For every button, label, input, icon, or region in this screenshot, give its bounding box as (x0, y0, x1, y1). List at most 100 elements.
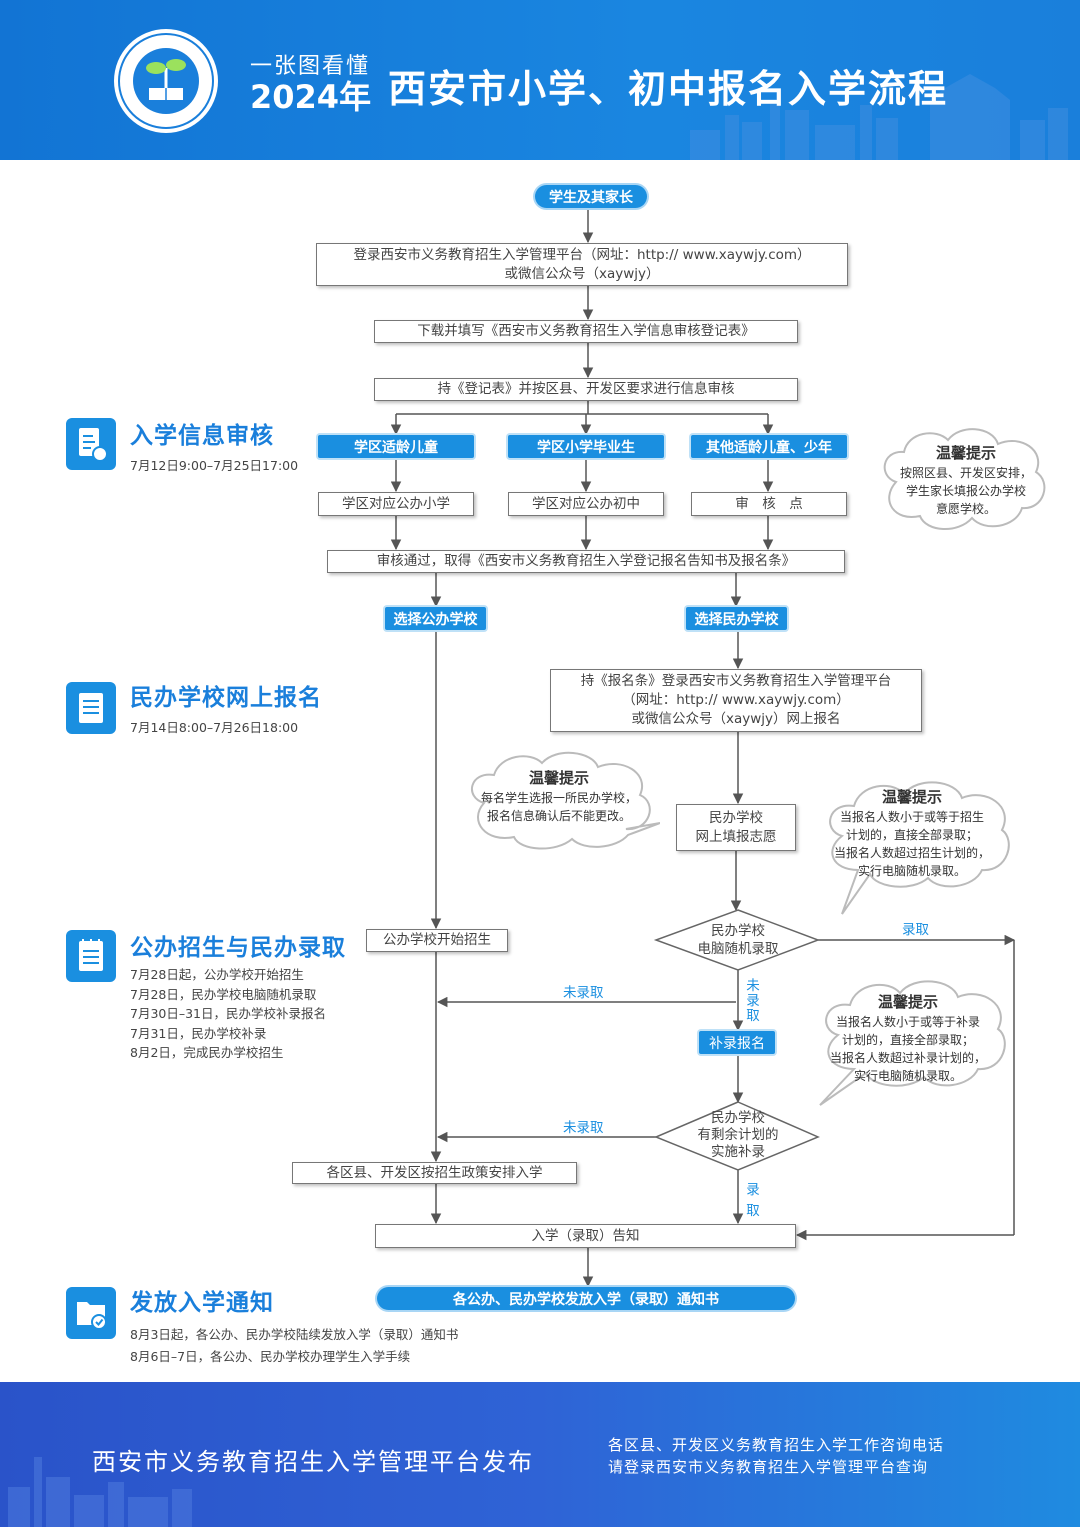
header-banner: 一张图看懂 2024年 西安市小学、初中报名入学流程 (0, 0, 1080, 160)
section-dates-private-signup: 7月14日8:00–7月26日18:00 (130, 718, 298, 738)
verify-info-box: 持《登记表》并按区县、开发区要求进行信息审核 (374, 378, 798, 401)
tip-line: 学生家长填报公办学校 (905, 484, 1026, 498)
login-platform-box: 登录西安市义务教育招生入学管理平台（网址：http:// www.xaywjy.… (316, 243, 848, 286)
tip-line: 当报名人数超过招生计划的， (833, 846, 990, 860)
date-line: 7月31日，民办学校补录 (130, 1025, 267, 1041)
header-year: 2024年 (250, 78, 372, 116)
section-title-private-signup: 民办学校网上报名 (130, 685, 322, 711)
tip-line: 报名信息确认后不能更改。 (486, 809, 631, 823)
private-online-line3: 或微信公众号（xaywjy）网上报名 (631, 711, 841, 727)
admission-notice-box: 入学（录取）告知 (375, 1224, 796, 1248)
date-line: 7月28日起，公办学校开始招生 (130, 967, 304, 982)
category-primary-graduates: 学区小学毕业生 (508, 435, 664, 458)
date-line: 7月30日–31日，民办学校补录报名 (130, 1006, 327, 1021)
not-admitted-label-lottery: 未录取 (563, 985, 604, 1001)
form-icon (66, 682, 116, 734)
section-dates-info-review: 7月12日9:00–7月25日17:00 (130, 456, 298, 476)
tip-line: 当报名人数超过补录计划的， (829, 1051, 986, 1065)
document-check-icon (66, 418, 116, 470)
dest-public-middle: 学区对应公办初中 (508, 492, 664, 516)
dest-public-primary: 学区对应公办小学 (318, 492, 474, 516)
private-online-signup-box: 持《报名条》登录西安市义务教育招生入学管理平台 （网址：http:// www.… (550, 669, 922, 732)
section-title-enrollment: 公办招生与民办录取 (130, 935, 346, 961)
tip-line: 计划的，直接全部录取； (841, 1033, 974, 1047)
choose-public-school: 选择公办学校 (385, 607, 486, 630)
footer-consult-line2: 请登录西安市义务教育招生入学管理平台查询 (608, 1458, 929, 1476)
private-online-line1: 持《报名条》登录西安市义务教育招生入学管理平台 (580, 673, 892, 689)
tip-line: 每名学生选报一所民办学校， (480, 791, 637, 805)
tip-title: 温馨提示 (881, 788, 942, 806)
tip-line: 当报名人数小于或等于招生 (839, 810, 984, 824)
lottery-diamond-text: 民办学校 电脑随机录取 (666, 922, 810, 958)
tip-line: 当报名人数小于或等于补录 (835, 1015, 980, 1029)
tip-cloud-2: 温馨提示 每名学生选报一所民办学校， 报名信息确认后不能更改。 (466, 769, 652, 825)
admitted-label-lottery: 录取 (902, 922, 929, 938)
footer-consult-line1: 各区县、开发区义务教育招生入学工作咨询电话 (608, 1436, 945, 1454)
tip-cloud-4-shape (819, 980, 1006, 1106)
remaining-line2: 有剩余计划的 (697, 1127, 779, 1143)
lottery-line2: 电脑随机录取 (697, 941, 779, 957)
login-platform-line2: 或微信公众号（xaywjy） (504, 265, 660, 282)
tip-title: 温馨提示 (528, 769, 589, 787)
review-passed-box: 审核通过，取得《西安市义务教育招生入学登记报名告知书及报名条》 (327, 550, 845, 573)
date-line: 8月3日起，各公办、民办学校陆续发放入学（录取）通知书 (130, 1327, 459, 1342)
date-line: 8月6日–7日，各公办、民办学校办理学生入学手续 (130, 1349, 411, 1364)
footer-consult: 各区县、开发区义务教育招生入学工作咨询电话 请登录西安市义务教育招生入学管理平台… (608, 1434, 944, 1478)
lottery-diamond (653, 909, 821, 971)
section-title-issue-notice: 发放入学通知 (130, 1290, 274, 1316)
tip-line: 实行电脑随机录取。 (857, 864, 966, 878)
fill-choice-line2: 网上填报志愿 (695, 828, 777, 845)
issue-notice-pill: 各公办、民办学校发放入学（录取）通知书 (377, 1287, 795, 1310)
tip-title: 温馨提示 (935, 444, 996, 462)
tip-line: 意愿学校。 (935, 502, 996, 516)
public-school-start-box: 公办学校开始招生 (366, 929, 508, 952)
tip-line: 计划的，直接全部录取； (845, 828, 978, 842)
tip-cloud-1: 温馨提示 按照区县、开发区安排， 学生家长填报公办学校 意愿学校。 (884, 444, 1048, 518)
folder-check-icon (66, 1287, 116, 1339)
date-line: 7月28日，民办学校电脑随机录取 (130, 986, 317, 1002)
start-node: 学生及其家长 (535, 185, 647, 208)
category-other-children: 其他适龄儿童、少年 (691, 435, 847, 458)
tip-cloud-3-shape (829, 781, 1010, 915)
date-line: 8月2日，完成民办学校招生 (130, 1045, 284, 1060)
category-school-age-children: 学区适龄儿童 (318, 435, 474, 458)
section-dates-enrollment: 7月28日起，公办学校开始招生 7月28日，民办学校电脑随机录取 7月30日–3… (130, 965, 326, 1063)
login-platform-line1: 登录西安市义务教育招生入学管理平台（网址：http:// www.xaywjy.… (353, 246, 811, 263)
district-arrange-box: 各区县、开发区按招生政策安排入学 (292, 1162, 577, 1184)
tip-title: 温馨提示 (877, 993, 938, 1011)
remaining-diamond-text: 民办学校 有剩余计划的 实施补录 (666, 1110, 810, 1161)
not-admitted-label-supplement: 未录取 (563, 1120, 604, 1136)
remaining-diamond (654, 1101, 820, 1171)
page-title: 西安市小学、初中报名入学流程 (388, 67, 949, 111)
education-logo (113, 28, 219, 134)
footer-banner: 西安市义务教育招生入学管理平台发布 各区县、开发区义务教育招生入学工作咨询电话 … (0, 1382, 1080, 1527)
dest-review-point: 审 核 点 (691, 492, 847, 516)
download-form-box: 下载并填写《西安市义务教育招生入学信息审核登记表》 (374, 320, 798, 343)
private-online-line2: （网址：http:// www.xaywjy.com） (622, 692, 850, 708)
choose-private-school: 选择民办学校 (686, 607, 787, 630)
date-line: 7月14日8:00–7月26日18:00 (130, 720, 299, 735)
footer-publisher: 西安市义务教育招生入学管理平台发布 (92, 1448, 534, 1476)
private-fill-choice-box: 民办学校 网上填报志愿 (676, 804, 796, 851)
remaining-line1: 民办学校 (711, 1110, 765, 1126)
tip-cloud-4: 温馨提示 当报名人数小于或等于补录 计划的，直接全部录取； 当报名人数超过补录计… (818, 993, 998, 1085)
date-line: 7月12日9:00–7月25日17:00 (130, 458, 299, 473)
tip-cloud-2-shape (471, 751, 660, 850)
remaining-line3: 实施补录 (711, 1144, 765, 1160)
city-skyline-illustration (690, 74, 1068, 160)
section-title-info-review: 入学信息审核 (130, 423, 274, 449)
fill-choice-line1: 民办学校 (709, 809, 763, 826)
admitted-vertical-label: 录取 (746, 1182, 760, 1219)
notepad-icon (66, 930, 116, 982)
lottery-line1: 民办学校 (711, 923, 765, 939)
tip-line: 按照区县、开发区安排， (899, 466, 1032, 480)
section-dates-issue-notice: 8月3日起，各公办、民办学校陆续发放入学（录取）通知书 8月6日–7日，各公办、… (130, 1324, 458, 1368)
tip-line: 实行电脑随机录取。 (853, 1069, 962, 1083)
not-admitted-vertical-label: 未录取 (746, 978, 760, 1024)
footer-skyline-illustration (8, 1457, 192, 1527)
tip-cloud-1-shape (883, 428, 1046, 531)
tip-cloud-3: 温馨提示 当报名人数小于或等于招生 计划的，直接全部录取； 当报名人数超过招生计… (822, 788, 1002, 880)
supplement-signup: 补录报名 (699, 1031, 775, 1054)
header-kicker: 一张图看懂 (250, 54, 371, 79)
